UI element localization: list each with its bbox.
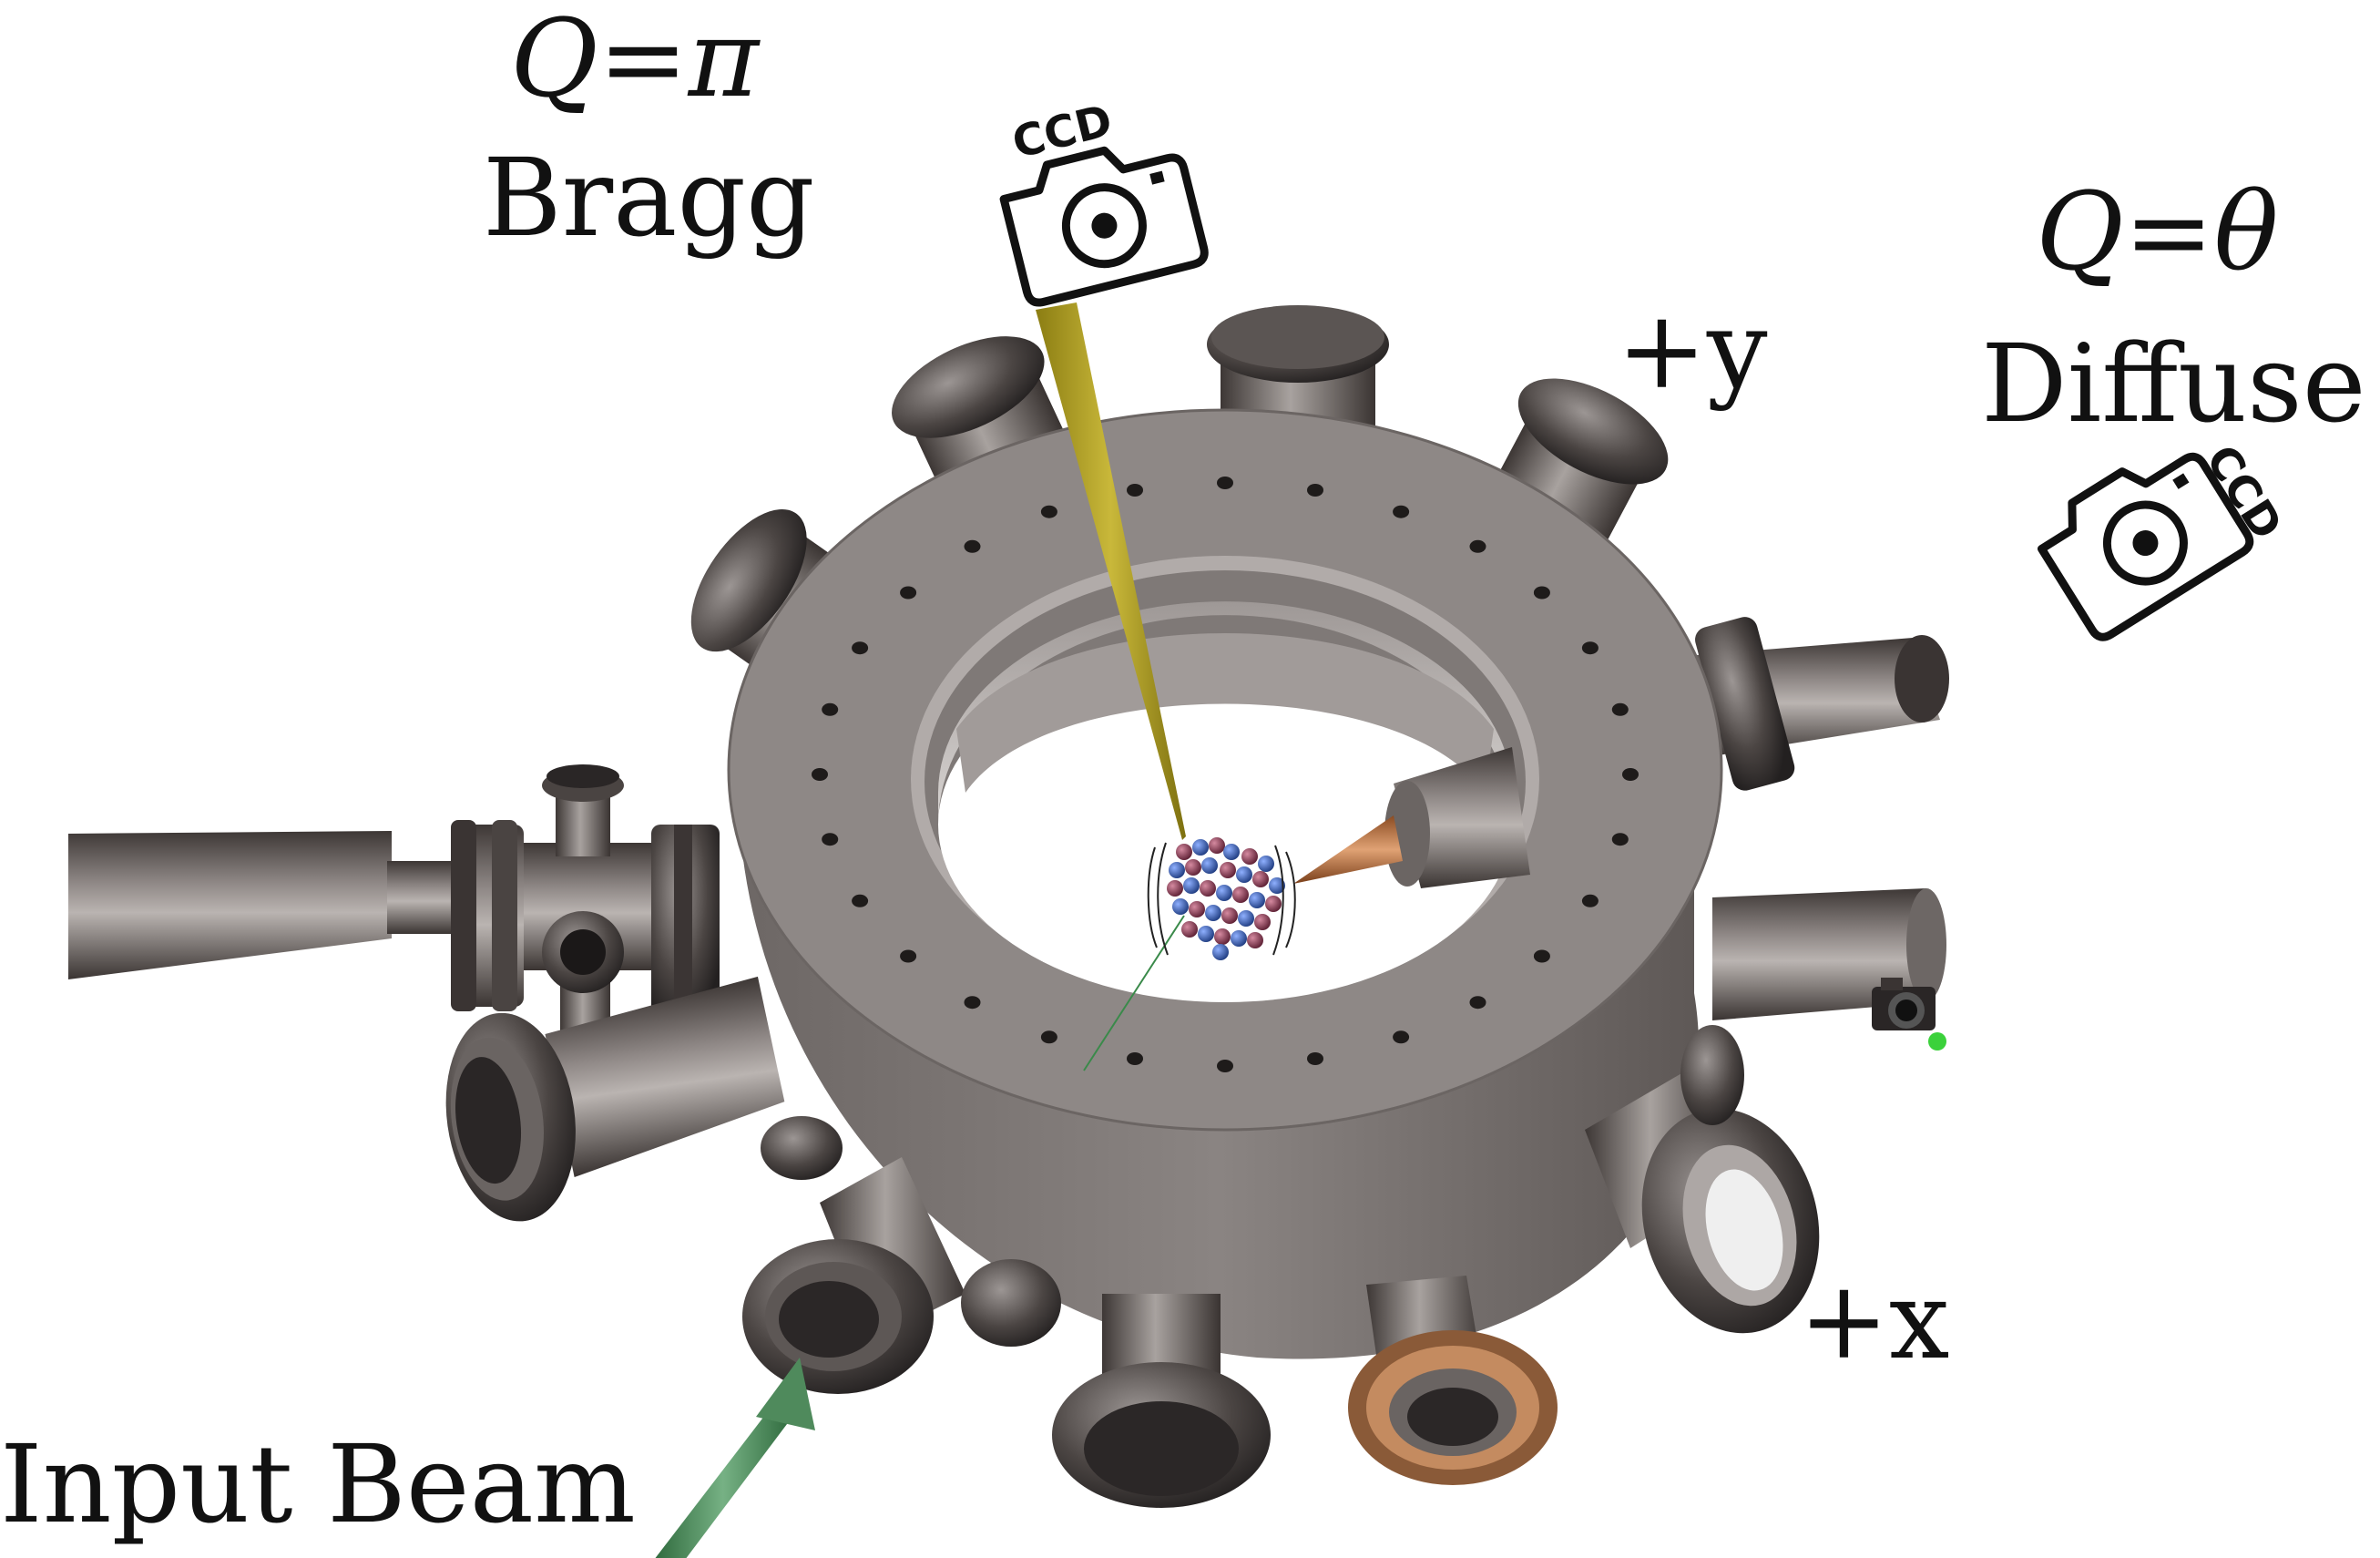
ion-atom (1172, 898, 1189, 915)
bolt-hole (1581, 894, 1599, 907)
ion-atom (1241, 848, 1258, 865)
bolt-hole (1217, 477, 1233, 489)
ion-atom (1249, 892, 1265, 908)
ion-atom (1167, 880, 1183, 897)
diffuse-q-label: Q=θ (2036, 169, 2279, 294)
ion-atom (1254, 914, 1271, 930)
input-beam-label: Input Beam (0, 1421, 636, 1547)
ion-atom (1169, 862, 1185, 878)
ring-opening (938, 647, 1512, 1002)
plus-y-label: +y (1617, 287, 1768, 413)
bragg-beam-cone (1036, 302, 1186, 840)
bolt-hole (1393, 1030, 1410, 1044)
ion-atom (1209, 837, 1225, 854)
right-upper-port (1685, 617, 1949, 791)
input-beam-line (1083, 915, 1185, 1071)
ion-atom (1252, 871, 1269, 887)
ring-bolt-holes (812, 477, 1639, 1072)
ion-atom (1238, 910, 1254, 927)
bolt-hole (852, 894, 869, 907)
bragg-label: Bragg (483, 135, 815, 261)
ion-atom (1212, 944, 1229, 960)
ion-atom (1201, 857, 1218, 874)
ion-atom (1176, 844, 1192, 860)
ion-atom (1189, 901, 1205, 917)
input-port (742, 1157, 965, 1394)
bolt-hole (1040, 505, 1057, 518)
bragg-q-label: Q=π (510, 0, 761, 121)
ion-atom (1221, 907, 1238, 924)
right-probe (1293, 747, 1530, 888)
bolt-hole (900, 949, 917, 963)
bolt-hole (964, 996, 981, 1010)
diffuse-label: Diffuse (1981, 321, 2366, 446)
ion-atom (1258, 856, 1274, 872)
input-beam-arrow (655, 1358, 815, 1558)
bolt-hole (812, 768, 828, 781)
bolt-hole (852, 641, 869, 655)
bolt-hole (1040, 1030, 1057, 1044)
ion-atom (1216, 885, 1232, 901)
ion-atom (1223, 844, 1240, 860)
ion-atom (1192, 839, 1209, 856)
front-ports (445, 976, 1820, 1508)
bragg-camera-icon: CCD (999, 95, 1209, 307)
ring-flange (727, 408, 1723, 1132)
diffuse-camera-icon: CCD (2037, 436, 2292, 641)
ion-atom (1185, 859, 1201, 876)
bolt-hole (1533, 586, 1550, 600)
ion-atom (1265, 896, 1282, 912)
top-ports (690, 305, 1669, 694)
ion-atom (1269, 877, 1285, 894)
bolt-hole (1611, 702, 1629, 716)
ion-atom (1247, 932, 1263, 948)
ion-atom (1181, 921, 1198, 938)
bolt-hole (1393, 505, 1410, 518)
bolt-hole (1622, 768, 1639, 781)
left-long-pipe (68, 831, 392, 979)
bolt-hole (1127, 484, 1143, 497)
ion-atom (1214, 928, 1231, 945)
bolt-hole (1469, 996, 1486, 1010)
bolt-hole (822, 702, 839, 716)
ion-atom (1198, 926, 1214, 942)
small-camera-icon (1872, 978, 1946, 1051)
ion-atom (1231, 930, 1247, 947)
bolt-hole (1307, 1052, 1323, 1065)
bolt-hole (1469, 539, 1486, 553)
ion-crystal (1147, 837, 1296, 960)
ion-atom (1200, 880, 1216, 897)
bolt-hole (900, 586, 917, 600)
ion-atom (1220, 862, 1236, 878)
bolt-hole (1217, 1060, 1233, 1072)
bolt-hole (1307, 484, 1323, 497)
ion-atom (1183, 877, 1200, 894)
plus-x-label: +x (1799, 1257, 1949, 1383)
copper-tip (1293, 815, 1403, 884)
bolt-hole (964, 539, 981, 553)
bolt-hole (822, 833, 839, 846)
bolt-hole (1533, 949, 1550, 963)
ion-atom (1205, 905, 1221, 921)
ion-atom (1236, 866, 1252, 883)
ion-atom (1232, 887, 1249, 903)
bolt-hole (1581, 641, 1599, 655)
bolt-hole (1611, 833, 1629, 846)
bolt-hole (1127, 1052, 1143, 1065)
